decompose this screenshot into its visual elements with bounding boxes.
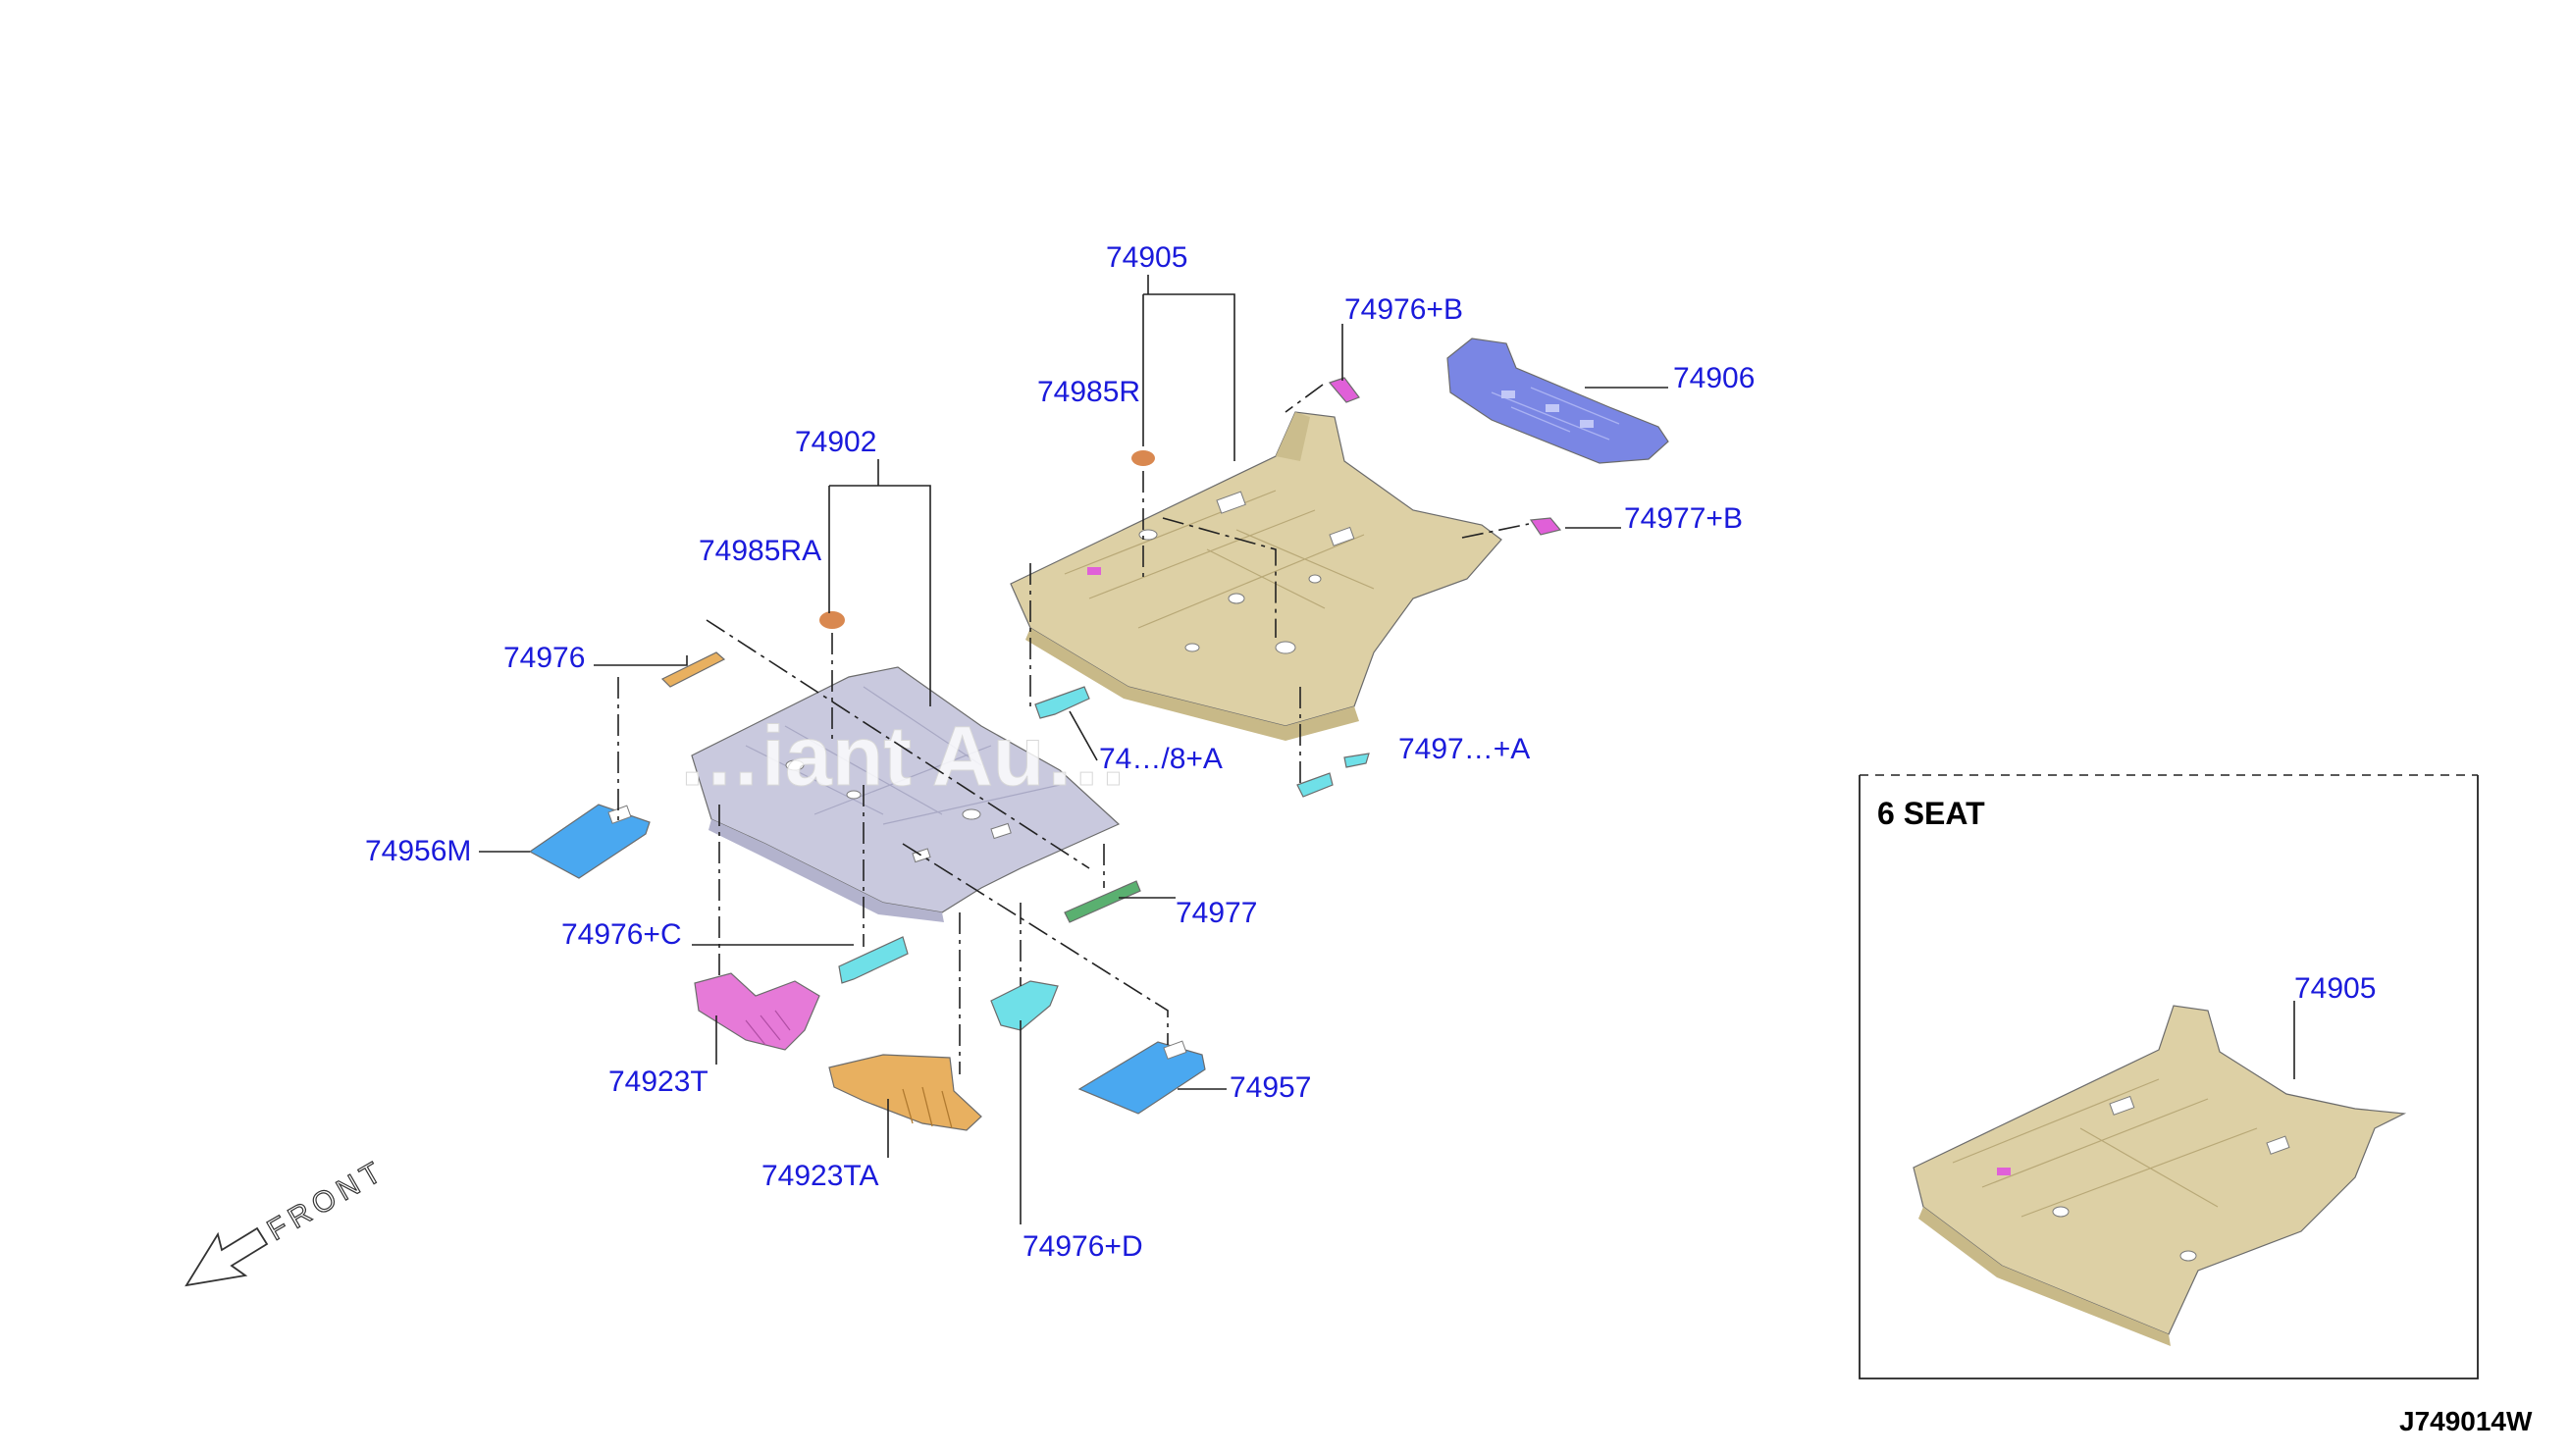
floor-insulator[interactable]: [1446, 338, 1669, 464]
cap-74985ra[interactable]: [819, 611, 845, 629]
callout-74902[interactable]: 74902: [795, 426, 876, 458]
bracket-74976c[interactable]: [838, 936, 909, 984]
front-arrow-icon: FRONT: [184, 1153, 393, 1287]
front-label: FRONT: [262, 1154, 392, 1247]
inset-rear-floor-carpet[interactable]: [1913, 1005, 2407, 1346]
leader-lines: [479, 275, 1668, 1224]
mat-74957[interactable]: [1077, 1041, 1206, 1115]
clip-74977b[interactable]: [1529, 517, 1562, 536]
six-seat-inset: 6 SEAT 74905: [1859, 774, 2479, 1379]
callout-74977[interactable]: 74977: [1176, 897, 1257, 929]
callout-74985r[interactable]: 74985R: [1037, 376, 1140, 408]
bracket-74976d[interactable]: [990, 980, 1059, 1031]
callout-74906[interactable]: 74906: [1673, 362, 1755, 394]
callout-74905-inset[interactable]: 74905: [2294, 972, 2376, 1005]
watermark-text: …iant Au…: [677, 709, 1128, 804]
callout-74923t[interactable]: 74923T: [608, 1066, 708, 1098]
callout-74976[interactable]: 74976: [503, 642, 585, 674]
callout-74985ra[interactable]: 74985RA: [699, 535, 821, 567]
callout-74923ta[interactable]: 74923TA: [761, 1160, 879, 1192]
duct-74923ta[interactable]: [828, 1054, 982, 1131]
strip-74976[interactable]: [660, 651, 726, 688]
bracket-74976a[interactable]: [1034, 686, 1090, 719]
callout-74976d[interactable]: 74976+D: [1023, 1230, 1143, 1263]
callout-74956m[interactable]: 74956M: [365, 835, 471, 867]
clip-74976b[interactable]: [1328, 377, 1360, 403]
callout-74976a[interactable]: 74…/8+A: [1099, 743, 1223, 775]
callout-74957[interactable]: 74957: [1230, 1071, 1311, 1104]
bracket-74977a[interactable]: [1296, 772, 1334, 798]
inset-title: 6 SEAT: [1877, 796, 1985, 831]
assembly-lines: [617, 384, 1530, 1074]
duct-74923t[interactable]: [694, 972, 820, 1051]
callout-74977b[interactable]: 74977+B: [1624, 502, 1743, 535]
callout-74976c[interactable]: 74976+C: [561, 918, 682, 951]
mat-74956m[interactable]: [528, 804, 651, 879]
strip-74977[interactable]: [1064, 880, 1141, 923]
callout-74905[interactable]: 74905: [1106, 241, 1187, 274]
callout-74976b[interactable]: 74976+B: [1344, 293, 1463, 326]
cap-74985r[interactable]: [1131, 450, 1155, 466]
front-floor-carpet[interactable]: [691, 666, 1121, 922]
callout-74977a[interactable]: 7497…+A: [1398, 733, 1530, 765]
diagram-id: J749014W: [2399, 1406, 2533, 1436]
